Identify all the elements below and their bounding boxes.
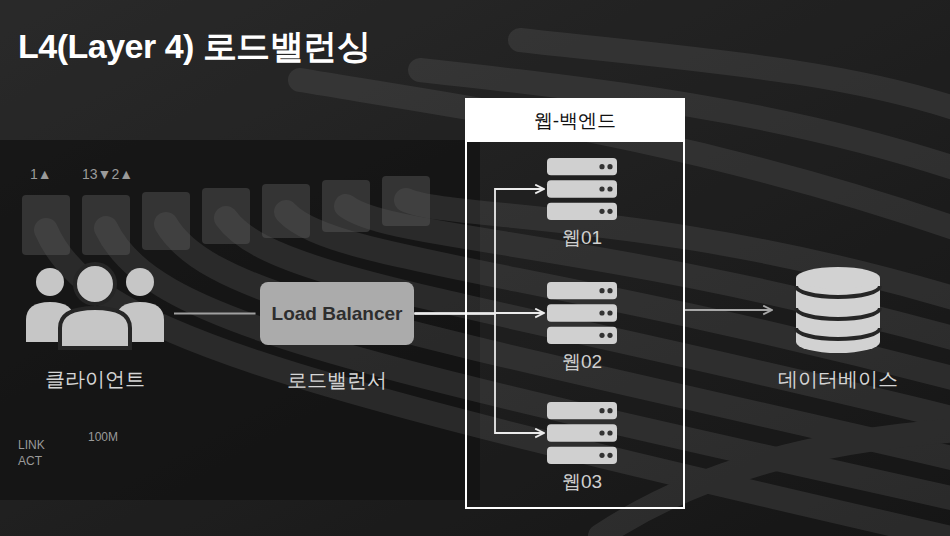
server-led <box>599 164 604 169</box>
port-label: 13▼2▲ <box>82 166 133 182</box>
node-icon <box>20 262 170 350</box>
people-icon <box>26 264 164 348</box>
person-head <box>36 268 64 296</box>
node-label: 웹03 <box>562 469 602 495</box>
node-icon <box>547 282 617 344</box>
port-label: 100M <box>88 430 118 444</box>
server-led <box>599 186 604 191</box>
server-unit <box>547 282 617 299</box>
database-node: 데이터베이스 <box>776 266 900 393</box>
server-led <box>607 453 612 458</box>
server-icon <box>547 282 617 344</box>
person-head <box>75 264 115 304</box>
connector <box>414 189 544 314</box>
server-led <box>599 310 604 315</box>
server-led <box>599 209 604 214</box>
server-icon <box>547 402 617 464</box>
node-icon <box>794 266 882 354</box>
db-band <box>796 286 880 297</box>
load-balancer-box: Load Balancer <box>260 282 415 345</box>
database-icon <box>796 267 880 353</box>
person-head <box>126 268 154 296</box>
node-label: 로드밸런서 <box>287 367 387 394</box>
server-led <box>607 310 612 315</box>
web-server-node: 웹03 <box>547 402 617 495</box>
server-led <box>599 288 604 293</box>
web-backend-group: 웹-백엔드웹01 웹02 웹03 <box>465 98 685 509</box>
server-icon <box>547 158 617 220</box>
server-led <box>607 164 612 169</box>
node-icon <box>547 158 617 220</box>
server-led <box>599 333 604 338</box>
server-led <box>607 288 612 293</box>
server-unit <box>547 447 617 464</box>
connector <box>174 313 256 315</box>
load-balancer-node: Load Balancer 로드밸런서 <box>260 282 415 394</box>
person-body <box>60 308 130 348</box>
server-led <box>607 333 612 338</box>
port-label: LINK <box>18 438 45 452</box>
web-server-node: 웹02 <box>547 282 617 375</box>
server-unit <box>547 304 617 321</box>
page-title: L4(Layer 4) 로드밸런싱 <box>18 24 370 70</box>
db-top <box>796 267 880 289</box>
web-server-node: 웹01 <box>547 158 617 251</box>
node-label: 웹-백엔드 <box>534 108 616 134</box>
connector <box>414 314 544 434</box>
connector <box>685 309 772 311</box>
client-node: 클라이언트 <box>20 262 170 393</box>
connectors <box>174 189 772 433</box>
node-label: 클라이언트 <box>45 366 145 393</box>
port-label: ACT <box>18 454 42 468</box>
db-band <box>796 308 880 319</box>
server-unit <box>547 203 617 220</box>
server-led <box>599 430 604 435</box>
server-unit <box>547 327 617 344</box>
node-label: 웹02 <box>562 349 602 375</box>
server-led <box>607 186 612 191</box>
node-icon <box>547 402 617 464</box>
server-unit <box>547 402 617 419</box>
server-led <box>599 408 604 413</box>
server-led <box>607 430 612 435</box>
server-unit <box>547 180 617 197</box>
node-label: Load Balancer <box>272 303 403 325</box>
port-label: 1▲ <box>30 166 52 182</box>
server-led <box>607 209 612 214</box>
node-label: 데이터베이스 <box>778 366 898 393</box>
server-unit <box>547 158 617 175</box>
group-header: 웹-백엔드 <box>467 100 683 142</box>
db-band <box>796 328 880 339</box>
server-led <box>599 453 604 458</box>
node-label: 웹01 <box>562 225 602 251</box>
server-led <box>607 408 612 413</box>
server-unit <box>547 424 617 441</box>
